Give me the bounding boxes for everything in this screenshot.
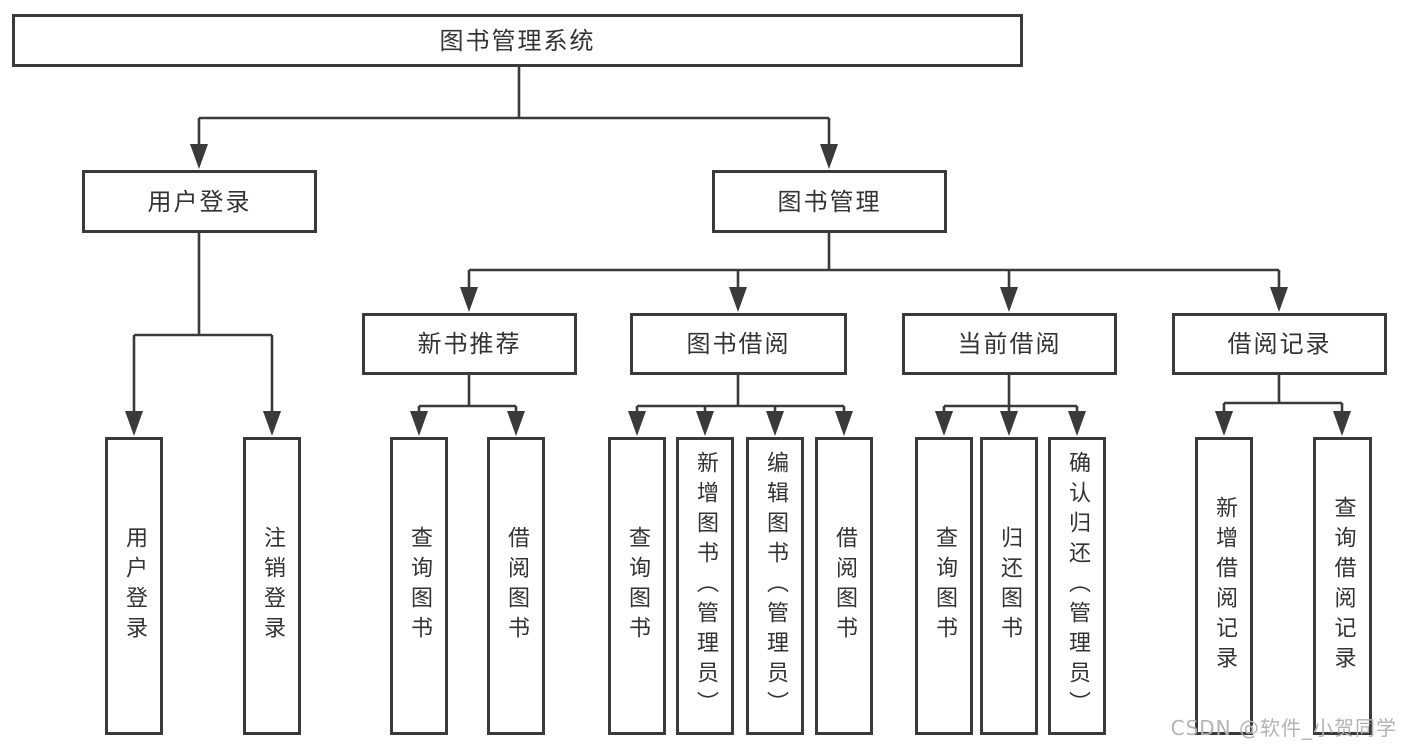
node-new-book-recommend: 新书推荐 <box>362 313 577 375</box>
leaf-edit-books-admin: 编辑图书（管理员） <box>746 437 804 735</box>
leaf-add-borrow-record: 新增借阅记录 <box>1195 437 1253 735</box>
leaf-borrow-books-2: 借阅图书 <box>815 437 873 735</box>
node-root-label: 图书管理系统 <box>439 26 596 55</box>
leaf-add-borrow-record-label: 新增借阅记录 <box>1212 496 1237 676</box>
leaf-confirm-return-admin-label: 确认归还（管理员） <box>1065 451 1090 721</box>
leaf-query-books-3: 查询图书 <box>915 437 973 735</box>
leaf-add-books-admin-label: 新增图书（管理员） <box>693 451 718 721</box>
node-book-borrowing-label: 图书借阅 <box>686 330 791 358</box>
leaf-query-books-2-label: 查询图书 <box>625 526 650 646</box>
node-root-library-system: 图书管理系统 <box>12 14 1023 67</box>
leaf-logout: 注销登录 <box>243 437 301 735</box>
leaf-borrow-books-1: 借阅图书 <box>487 437 545 735</box>
node-new-book-recommend-label: 新书推荐 <box>417 330 522 358</box>
leaf-query-borrow-record-label: 查询借阅记录 <box>1330 496 1356 676</box>
node-book-borrowing: 图书借阅 <box>630 313 847 375</box>
node-borrowing-records: 借阅记录 <box>1172 313 1387 375</box>
leaf-confirm-return-admin: 确认归还（管理员） <box>1048 437 1106 735</box>
node-current-borrowing: 当前借阅 <box>902 313 1117 375</box>
leaf-query-books-3-label: 查询图书 <box>932 526 957 646</box>
leaf-borrow-books-1-label: 借阅图书 <box>504 526 529 646</box>
node-user-login: 用户登录 <box>82 170 317 233</box>
leaf-return-books: 归还图书 <box>980 437 1038 735</box>
leaf-user-login: 用户登录 <box>105 437 163 735</box>
node-book-management-label: 图书管理 <box>777 187 882 216</box>
leaf-edit-books-admin-label: 编辑图书（管理员） <box>763 451 788 721</box>
leaf-add-books-admin: 新增图书（管理员） <box>676 437 734 735</box>
node-current-borrowing-label: 当前借阅 <box>957 330 1062 358</box>
node-book-management: 图书管理 <box>712 170 947 233</box>
node-borrowing-records-label: 借阅记录 <box>1227 330 1332 358</box>
leaf-query-books-1: 查询图书 <box>390 437 448 735</box>
leaf-logout-label: 注销登录 <box>260 526 285 646</box>
leaf-return-books-label: 归还图书 <box>997 526 1022 646</box>
leaf-user-login-label: 用户登录 <box>122 526 147 646</box>
leaf-query-books-1-label: 查询图书 <box>407 526 432 646</box>
csdn-watermark: CSDN @软件_小贺同学 <box>1170 716 1397 740</box>
leaf-borrow-books-2-label: 借阅图书 <box>832 526 857 646</box>
leaf-query-borrow-record: 查询借阅记录 <box>1313 437 1372 735</box>
node-user-login-label: 用户登录 <box>147 187 252 216</box>
arrowheads <box>125 144 1351 436</box>
leaf-query-books-2: 查询图书 <box>608 437 666 735</box>
